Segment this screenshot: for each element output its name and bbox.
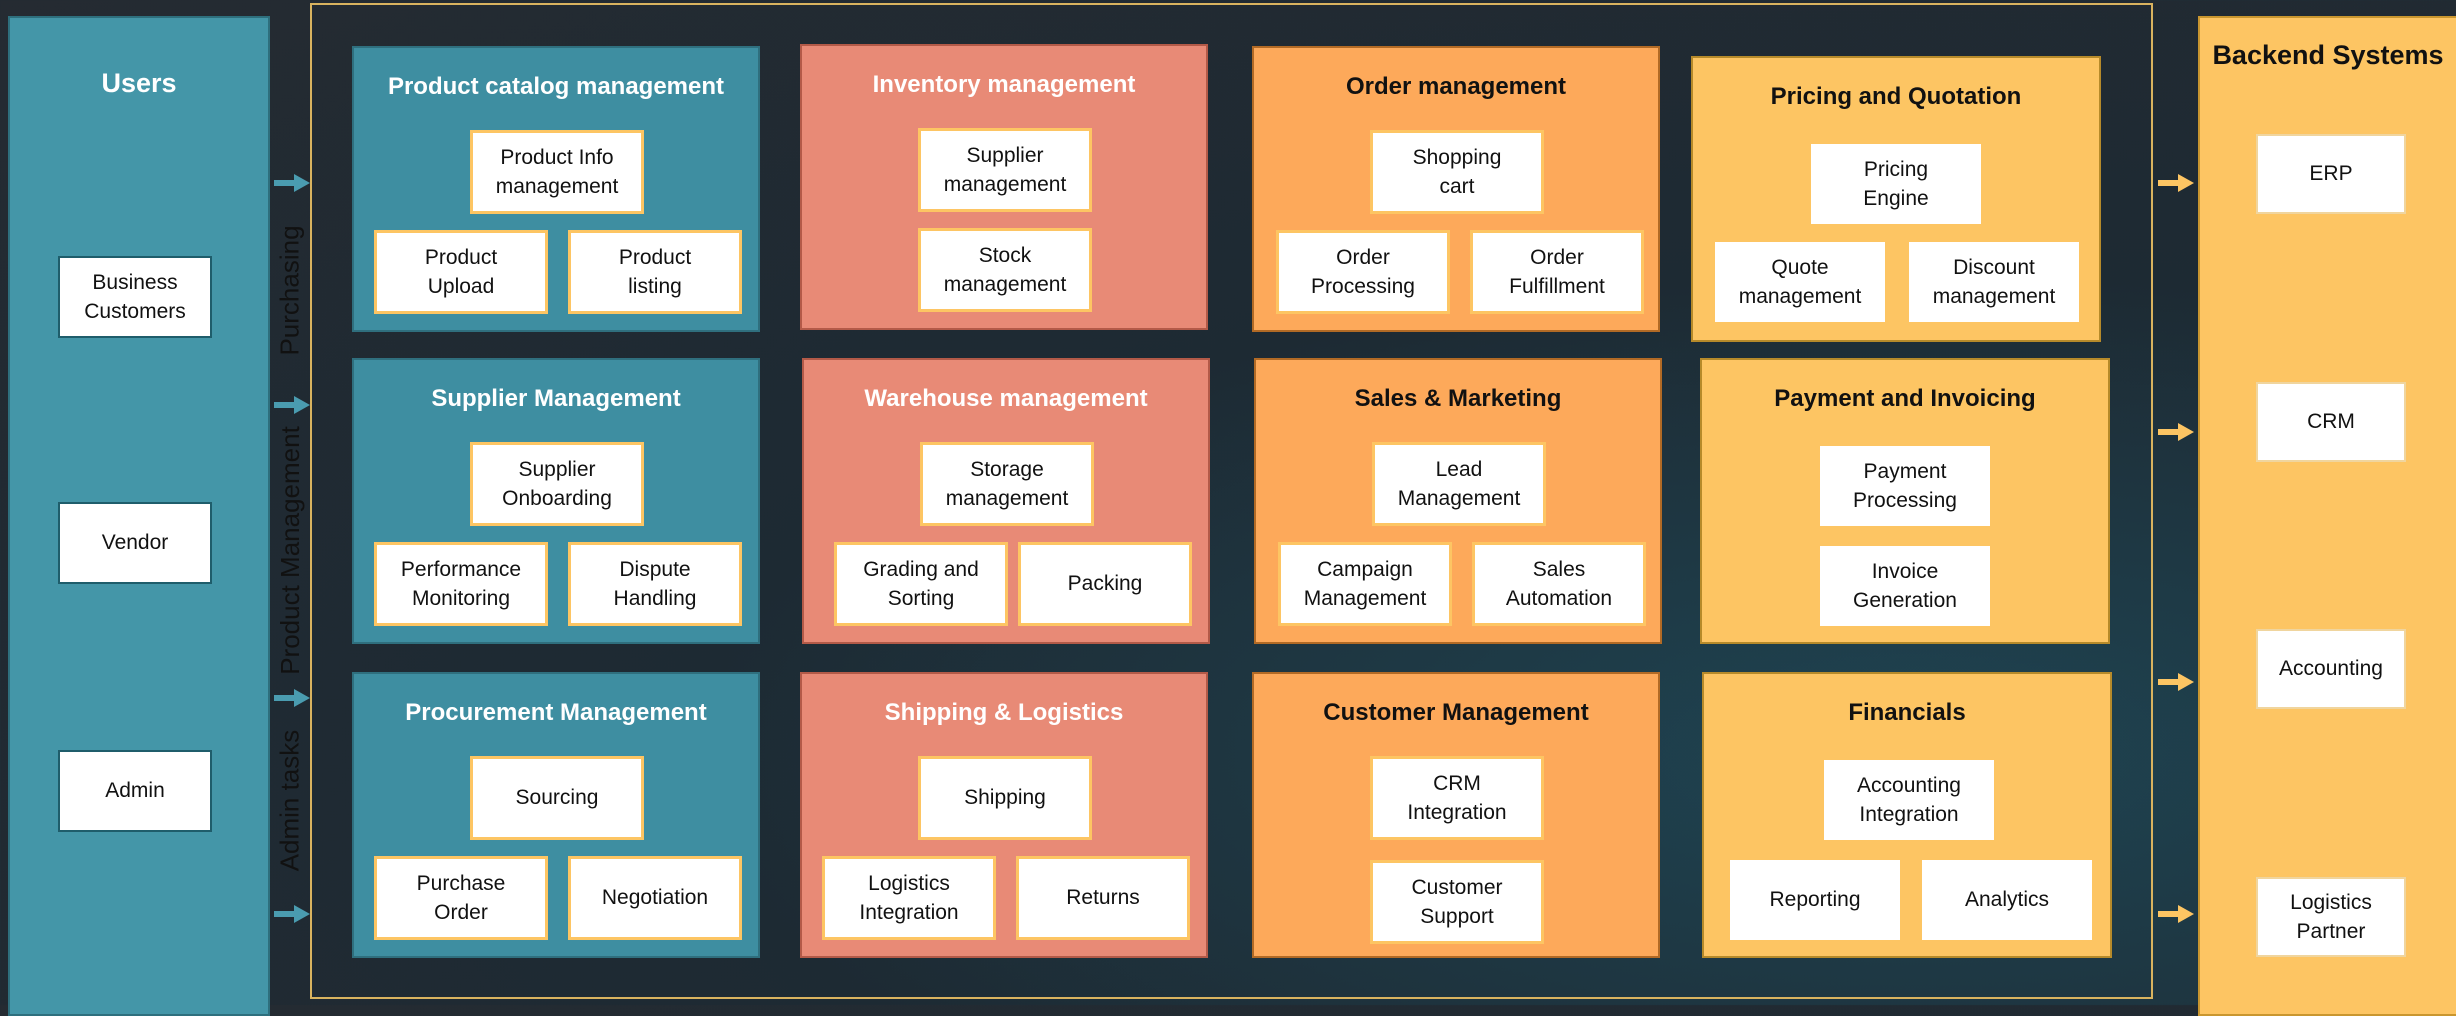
module-title: Sales & Marketing xyxy=(1354,385,1562,412)
sub-order-fulfillment[interactable]: Order Fulfillment xyxy=(1470,230,1644,314)
arrow-right-icon xyxy=(274,689,310,707)
sub-invoice-generation[interactable]: Invoice Generation xyxy=(1820,546,1990,626)
sub-product-listing[interactable]: Product listing xyxy=(568,230,742,314)
sub-storage-management[interactable]: Storage management xyxy=(920,442,1094,526)
sub-shipping[interactable]: Shipping xyxy=(918,756,1092,840)
sub-pricing-engine[interactable]: Pricing Engine xyxy=(1811,144,1981,224)
sub-supplier-onboarding[interactable]: Supplier Onboarding xyxy=(470,442,644,526)
module-financials: Financials Accounting Integration Report… xyxy=(1702,672,2112,958)
module-sales-marketing: Sales & Marketing Lead Management Campai… xyxy=(1254,358,1662,644)
sub-crm-integration[interactable]: CRM Integration xyxy=(1370,756,1544,840)
sub-discount-management[interactable]: Discount management xyxy=(1909,242,2079,322)
arrow-right-icon xyxy=(274,905,310,923)
module-title: Supplier Management xyxy=(431,385,681,412)
user-admin[interactable]: Admin xyxy=(58,750,212,832)
sub-sales-automation[interactable]: Sales Automation xyxy=(1472,542,1646,626)
module-title: Inventory management xyxy=(872,71,1136,98)
user-vendor[interactable]: Vendor xyxy=(58,502,212,584)
module-procurement: Procurement Management Sourcing Purchase… xyxy=(352,672,760,958)
sub-stock-management[interactable]: Stock management xyxy=(918,228,1092,312)
sub-reporting[interactable]: Reporting xyxy=(1730,860,1900,940)
module-title: Product catalog management xyxy=(387,73,725,100)
arrow-right-icon xyxy=(2158,673,2194,691)
sub-quote-management[interactable]: Quote management xyxy=(1715,242,1885,322)
sub-packing[interactable]: Packing xyxy=(1018,542,1192,626)
module-order-management: Order management Shopping cart Order Pro… xyxy=(1252,46,1660,332)
module-pricing-quotation: Pricing and Quotation Pricing Engine Quo… xyxy=(1691,56,2101,342)
sub-analytics[interactable]: Analytics xyxy=(1922,860,2092,940)
sub-grading-sorting[interactable]: Grading and Sorting xyxy=(834,542,1008,626)
module-title: Order management xyxy=(1345,73,1567,100)
module-payment-invoicing: Payment and Invoicing Payment Processing… xyxy=(1700,358,2110,644)
sub-sourcing[interactable]: Sourcing xyxy=(470,756,644,840)
module-warehouse: Warehouse management Storage management … xyxy=(802,358,1210,644)
module-product-catalog: Product catalog management Product Info … xyxy=(352,46,760,332)
sub-returns[interactable]: Returns xyxy=(1016,856,1190,940)
module-title: Shipping & Logistics xyxy=(884,699,1124,726)
backend-crm[interactable]: CRM xyxy=(2256,382,2406,462)
arrow-right-icon xyxy=(274,174,310,192)
backend-erp[interactable]: ERP xyxy=(2256,134,2406,214)
sub-performance-monitoring[interactable]: Performance Monitoring xyxy=(374,542,548,626)
module-title: Customer Management xyxy=(1323,699,1589,726)
sub-supplier-management[interactable]: Supplier management xyxy=(918,128,1092,212)
backend-accounting[interactable]: Accounting xyxy=(2256,629,2406,709)
sub-lead-management[interactable]: Lead Management xyxy=(1372,442,1546,526)
module-inventory: Inventory management Supplier management… xyxy=(800,44,1208,330)
module-title: Payment and Invoicing xyxy=(1774,385,2036,412)
sub-shopping-cart[interactable]: Shopping cart xyxy=(1370,130,1544,214)
module-title: Warehouse management xyxy=(864,385,1148,412)
arrow-right-icon xyxy=(2158,905,2194,923)
core-modules-frame xyxy=(310,3,2153,999)
users-title: Users xyxy=(101,68,177,98)
sub-purchase-order[interactable]: Purchase Order xyxy=(374,856,548,940)
sub-negotiation[interactable]: Negotiation xyxy=(568,856,742,940)
module-supplier-management: Supplier Management Supplier Onboarding … xyxy=(352,358,760,644)
sub-product-info-management[interactable]: Product Info management xyxy=(470,130,644,214)
arrow-right-icon xyxy=(2158,423,2194,441)
sub-accounting-integration[interactable]: Accounting Integration xyxy=(1824,760,1994,840)
sub-payment-processing[interactable]: Payment Processing xyxy=(1820,446,1990,526)
sub-product-upload[interactable]: Product Upload xyxy=(374,230,548,314)
label-product-management: Product Management xyxy=(274,425,305,675)
sub-customer-support[interactable]: Customer Support xyxy=(1370,860,1544,944)
module-title: Financials xyxy=(1848,699,1966,726)
backend-logistics-partner[interactable]: Logistics Partner xyxy=(2256,877,2406,957)
sub-campaign-management[interactable]: Campaign Management xyxy=(1278,542,1452,626)
module-title: Procurement Management xyxy=(405,699,707,726)
arrow-right-icon xyxy=(274,396,310,414)
sub-dispute-handling[interactable]: Dispute Handling xyxy=(568,542,742,626)
module-customer-management: Customer Management CRM Integration Cust… xyxy=(1252,672,1660,958)
backend-systems-title: Backend Systems xyxy=(2212,40,2444,70)
sub-order-processing[interactable]: Order Processing xyxy=(1276,230,1450,314)
arrow-right-icon xyxy=(2158,174,2194,192)
module-shipping-logistics: Shipping & Logistics Shipping Logistics … xyxy=(800,672,1208,958)
sub-logistics-integration[interactable]: Logistics Integration xyxy=(822,856,996,940)
label-purchasing: Purchasing xyxy=(274,224,305,356)
module-title: Pricing and Quotation xyxy=(1770,83,2022,110)
label-admin-tasks: Admin tasks xyxy=(274,729,305,871)
user-business-customers[interactable]: Business Customers xyxy=(58,256,212,338)
